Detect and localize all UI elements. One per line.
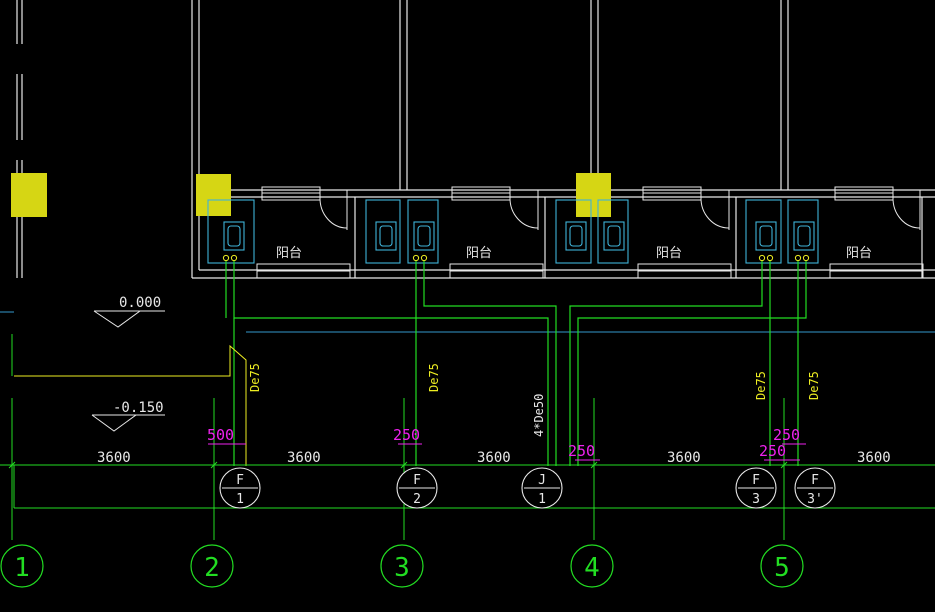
- riser-number: 3: [752, 492, 760, 507]
- offset-dim: 250: [568, 442, 595, 460]
- pipe-label: De75: [754, 371, 768, 400]
- riser-number: 1: [236, 492, 244, 507]
- riser-letter: J: [538, 473, 546, 488]
- spacing-dim: 3600: [667, 450, 701, 466]
- pipe-label: De75: [427, 363, 441, 392]
- room-labels: 阳台 阳台 阳台 阳台: [276, 246, 872, 261]
- offset-dim: 500: [207, 426, 234, 444]
- offset-dims: 500 250 250 250 250: [207, 426, 800, 460]
- elevation-value: 0.000: [119, 295, 161, 311]
- axis-number: 3: [394, 553, 410, 583]
- drain-pipes: [225, 258, 807, 466]
- axis-labels: 1 2 3 4 5: [14, 553, 790, 583]
- elevation-labels: 0.000 -0.150: [113, 295, 164, 416]
- riser-letter: F: [752, 473, 760, 488]
- riser-number: 3': [807, 492, 823, 507]
- elevation-value: -0.150: [113, 400, 164, 416]
- room-label: 阳台: [276, 246, 302, 261]
- riser-number: 2: [413, 492, 421, 507]
- outlet-line: [14, 344, 247, 466]
- riser-letter: F: [413, 473, 421, 488]
- railing-windows: [256, 263, 924, 279]
- door-swings: [319, 190, 921, 230]
- structural-columns: [11, 173, 611, 217]
- riser-letter: F: [811, 473, 819, 488]
- pipe-labels: De75 De75 4*De50 De75 De75: [248, 363, 821, 437]
- sink-fixtures: [207, 199, 819, 264]
- room-label: 阳台: [846, 246, 872, 261]
- top-windows: [261, 186, 894, 201]
- pipe-label: De75: [807, 371, 821, 400]
- pipe-label: 4*De50: [532, 394, 546, 437]
- pipe-label: De75: [248, 363, 262, 392]
- axis-number: 1: [14, 553, 30, 583]
- building-walls: [16, 0, 935, 279]
- spacing-dim: 3600: [477, 450, 511, 466]
- room-label: 阳台: [656, 246, 682, 261]
- room-label: 阳台: [466, 246, 492, 261]
- spacing-dim: 3600: [857, 450, 891, 466]
- offset-dim: 250: [773, 426, 800, 444]
- riser-number: 1: [538, 492, 546, 507]
- riser-letter: F: [236, 473, 244, 488]
- axis-grid-lines: [0, 334, 935, 540]
- axis-number: 5: [774, 553, 790, 583]
- axis-number: 4: [584, 553, 600, 583]
- riser-labels: F 1 F 2 J 1 F 3 F 3': [236, 473, 823, 507]
- offset-dim: 250: [759, 442, 786, 460]
- axis-bubbles: [0, 544, 804, 588]
- axis-number: 2: [204, 553, 220, 583]
- elevation-markers: [91, 310, 165, 432]
- offset-dim-lines: [208, 443, 806, 461]
- offset-dim: 250: [393, 426, 420, 444]
- blue-lines: [0, 311, 935, 333]
- spacing-dim: 3600: [97, 450, 131, 466]
- grid-spacings: 3600 3600 3600 3600 3600: [97, 450, 891, 466]
- dimension-ticks: [8, 461, 788, 469]
- pipe-cleanouts: [222, 254, 810, 262]
- spacing-dim: 3600: [287, 450, 321, 466]
